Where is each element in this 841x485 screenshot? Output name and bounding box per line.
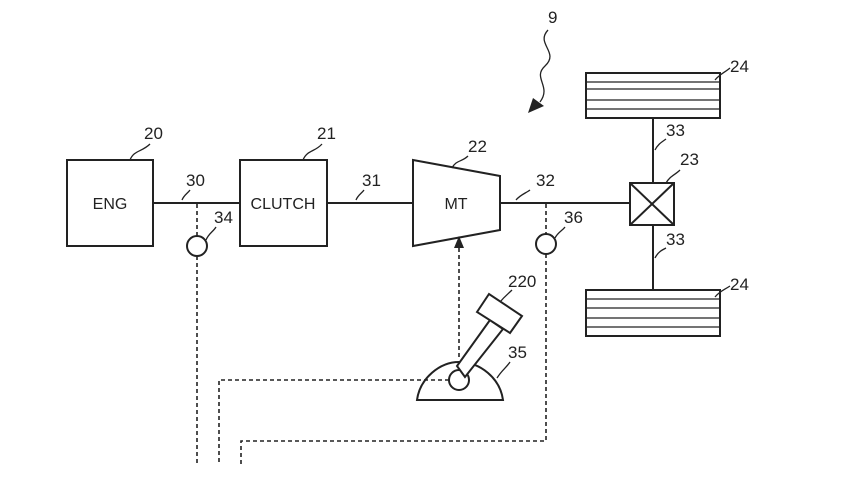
system-leader-wave xyxy=(539,29,551,103)
engine-label: ENG xyxy=(93,196,128,213)
ref-shaft-engine: 30 xyxy=(186,171,205,190)
sensor-engine-leader xyxy=(205,226,217,241)
shift-lever-leader xyxy=(499,289,513,303)
axle-bottom-leader xyxy=(654,247,667,259)
transmission-leader xyxy=(451,155,469,169)
wheel-bottom xyxy=(585,289,721,337)
shaft-clutch-leader xyxy=(355,189,365,201)
transmission-block xyxy=(412,158,501,248)
ref-shift-device: 35 xyxy=(508,343,527,362)
wheel-top xyxy=(585,72,721,119)
shaft-engine-leader xyxy=(181,189,191,201)
ref-clutch: 21 xyxy=(317,124,336,143)
engine-leader xyxy=(129,143,151,161)
ref-differential: 23 xyxy=(680,150,699,169)
ref-axle-top: 33 xyxy=(666,121,685,140)
transmission-label: MT xyxy=(444,196,467,213)
clutch-leader xyxy=(302,143,323,161)
ref-sensor-output: 36 xyxy=(564,208,583,227)
clutch-label: CLUTCH xyxy=(251,196,316,213)
wheel-top-leader xyxy=(714,67,731,81)
signal-sensor-output xyxy=(240,254,547,465)
ref-wheel-top: 24 xyxy=(730,57,749,76)
ref-system: 9 xyxy=(548,8,557,27)
ref-axle-bottom: 33 xyxy=(666,230,685,249)
wheel-bottom-leader xyxy=(714,285,731,298)
shift-to-mt-arrowhead xyxy=(454,236,464,248)
ref-transmission: 22 xyxy=(468,137,487,156)
shift-lever xyxy=(455,292,524,379)
differential-cross-b xyxy=(629,182,675,226)
signal-shift-device xyxy=(218,379,449,465)
sensor-engine xyxy=(186,235,208,257)
shift-device-leader xyxy=(496,361,511,379)
system-arrowhead xyxy=(528,98,544,113)
shaft-output-leader xyxy=(515,189,531,201)
ref-shift-lever: 220 xyxy=(508,272,536,291)
ref-engine: 20 xyxy=(144,124,163,143)
ref-shaft-output: 32 xyxy=(536,171,555,190)
ref-sensor-engine: 34 xyxy=(214,208,233,227)
axle-top-leader xyxy=(654,138,667,151)
sensor-output xyxy=(535,233,557,255)
ref-wheel-bottom: 24 xyxy=(730,275,749,294)
ref-shaft-clutch: 31 xyxy=(362,171,381,190)
sensor-output-leader xyxy=(554,226,566,239)
differential-leader xyxy=(665,169,681,184)
